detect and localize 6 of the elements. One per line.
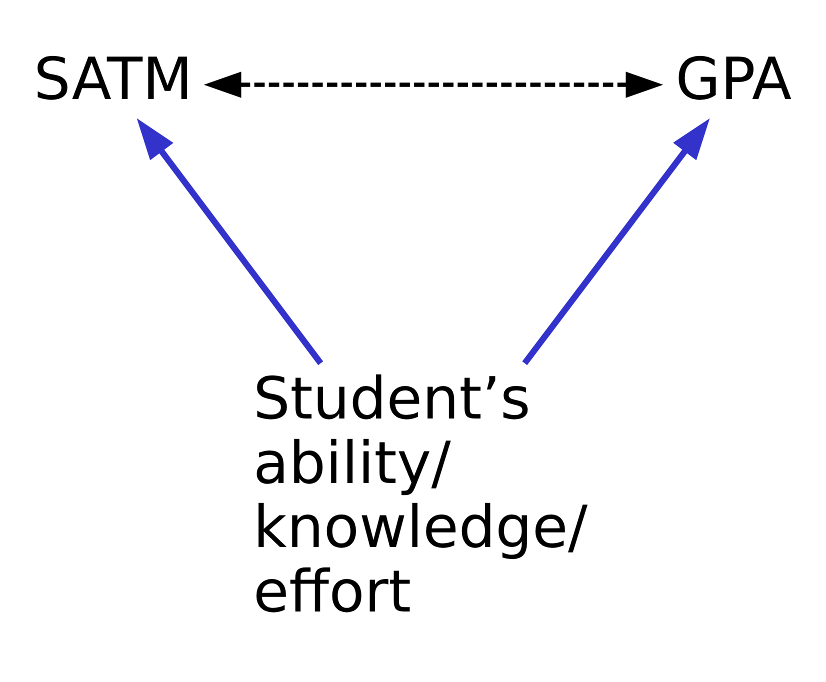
arrow [136, 118, 324, 366]
arrow [522, 118, 710, 366]
node-text: GPA [676, 45, 792, 114]
node-text: Student’s ability/ knowledge/ effort [253, 364, 588, 626]
node-text: SATM [34, 45, 193, 114]
arrow [204, 72, 664, 98]
